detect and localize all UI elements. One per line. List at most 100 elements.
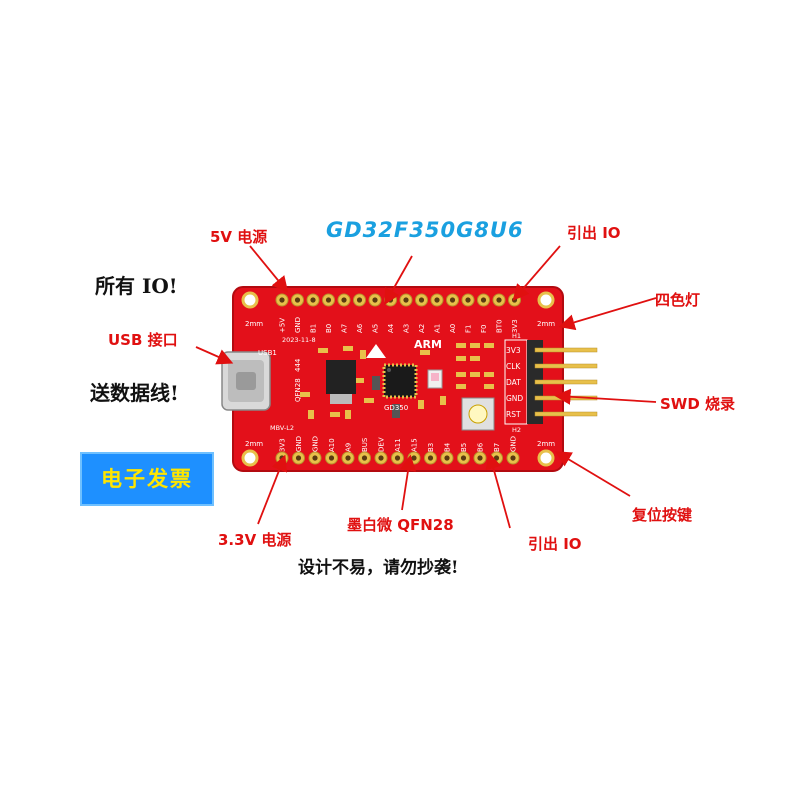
bottom-pin-label: A11 [394,438,402,452]
board-model-title: GD32F350G8U6 [326,218,524,242]
pcb-spacing-right: 2mm [537,320,555,328]
callout-3v3-power: 3.3V 电源 [218,531,292,549]
bottom-pin-pad-hole [378,455,384,461]
callout-mcu-package: 墨白微 QFN28 [347,516,454,534]
top-pin-label: A0 [449,324,457,333]
voltage-regulator [326,360,356,404]
callout-usb-port: USB 接口 [108,331,178,349]
top-pin-pad-hole [434,297,440,303]
bottom-pin-label: GND [510,436,518,452]
top-pin-label: A5 [372,324,380,333]
bottom-pin-pad-hole [477,455,483,461]
swd-header-pin [534,379,598,385]
bottom-pin-pad-hole [493,455,500,461]
bottom-pin-row [275,451,520,465]
top-pin-pad-hole [480,297,487,303]
pcb-header-h1: H1 [512,332,521,340]
pcb-mbv: MBV-L2 [270,424,294,432]
top-pin-pad-hole [310,297,316,303]
bottom-pin-pad-hole [295,455,302,461]
bottom-pin-pad-hole [444,455,450,461]
pcb-chip: GD350 [384,404,408,412]
invoice-label: 电子发票 [101,466,193,491]
swd-pin-label: 3V3 [506,346,521,355]
pcb-spacing-bottom-right: 2mm [537,440,555,448]
callout-io-top: 引出 IO [567,224,621,242]
top-pin-pad-hole [341,297,347,303]
top-pin-pad-hole [279,297,285,303]
swd-header-pin [534,347,598,353]
invoice-badge: 电子发票 [80,452,214,506]
top-pin-label: F1 [465,325,473,333]
mcu-chip [382,363,418,399]
swd-pin-label: CLK [506,362,521,371]
usb-c-connector [221,351,271,411]
bottom-pin-label: A9 [345,443,353,452]
smd-components [300,343,494,419]
bottom-pin-label: A10 [328,438,336,452]
pcb-header-h2: H2 [512,426,521,434]
top-pin-label: +5V [279,318,287,333]
bottom-pin-pad-hole [328,455,335,461]
bottom-pin-pad-hole [460,455,467,461]
top-pin-pad-hole [403,297,409,303]
top-pin-pad-hole [294,297,301,303]
bottom-pin-label: GND [295,436,303,452]
callout-5v-power: 5V 电源 [210,228,268,246]
top-pin-pad-hole [325,297,332,303]
top-pin-label: A1 [434,324,442,333]
top-pin-label: B0 [325,324,333,333]
pcb-arm: ARM [414,338,442,351]
bottom-pin-pad-hole [427,455,434,461]
top-pin-pad-hole [511,297,518,303]
top-pin-pad-hole [496,297,502,303]
callout-four-color-led: 四色灯 [655,291,701,309]
reset-button [461,397,495,431]
pcb-date: 2023-11-8 [282,336,316,344]
top-pin-row [275,293,521,307]
swd-pin-label: DAT [506,378,521,387]
four-color-led [427,369,443,389]
pcb-spacing-left: 2mm [245,320,263,328]
bottom-pin-label: B6 [477,442,485,452]
top-pin-label: B1 [310,324,318,333]
bottom-pin-label: B3 [427,443,435,452]
swd-pin-label: GND [506,394,523,403]
callout-arrows [195,245,657,529]
top-pin-pad-hole [356,297,363,303]
top-pin-label: F0 [480,325,488,333]
bottom-pin-pad-hole [394,455,401,461]
top-pin-label: 3V3 [511,319,519,333]
bottom-pin-pad-hole [345,455,351,461]
top-pin-label: A3 [403,324,411,333]
top-pin-pad-hole [372,297,378,303]
top-pin-label: A7 [341,324,349,333]
top-pin-label: A2 [418,324,426,333]
top-pin-label: A6 [356,323,364,333]
bottom-pin-label: B7 [493,443,501,452]
pcb-spacing-bottom-left: 2mm [245,440,263,448]
note-cable: 送数据线! [90,381,179,405]
bottom-pin-pad-hole [312,455,318,461]
pcb-usb-label: USB1 [258,349,277,357]
top-pin-pad-hole [449,297,456,303]
top-pin-label: A4 [387,323,395,333]
bottom-pin-label: B5 [460,443,468,452]
top-pin-label: BT0 [496,319,504,333]
top-pin-pad-hole [465,297,471,303]
pcb-qfn-num: 444 [294,358,302,372]
bottom-pin-pad-hole [361,455,368,461]
bottom-pin-label: B4 [444,442,452,452]
callout-swd: SWD 烧录 [660,395,736,413]
swd-pin-label: RST [506,410,521,419]
bottom-pin-label: GND [312,436,320,452]
bottom-pin-label: DEV [378,437,386,452]
swd-header-pin [534,363,598,369]
swd-header-pin [534,411,598,417]
bottom-pin-label: BUS [361,437,369,452]
note-all-io: 所有 IO! [95,274,178,298]
